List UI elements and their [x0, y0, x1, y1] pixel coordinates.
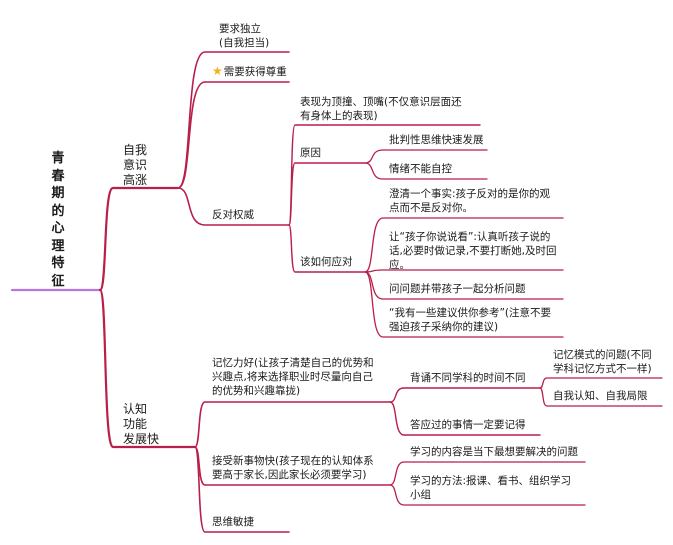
- branch-self-awareness[interactable]: 自我 意识 高涨: [123, 143, 147, 188]
- topic-independence-line-1: 要求独立: [219, 23, 261, 35]
- topic-accept-new-things-line-2: 要高于家长,因此家长必须要学习): [212, 469, 367, 481]
- link-respond-suggest: [364, 271, 564, 338]
- link-memory-recitation: [389, 387, 541, 403]
- topic-listen-to-child[interactable]: 让“孩子你说说看”:认真听孩子说的 话,必要时做记录,不要打断她,及时回 应。: [389, 230, 557, 272]
- topic-self-cognition[interactable]: 自我认知、自我局限: [553, 390, 648, 402]
- topic-quick-thinking[interactable]: 思维敏捷: [212, 516, 254, 528]
- link-b1-oppose: [177, 187, 290, 226]
- topic-ask-questions[interactable]: 问问题并带孩子一起分析问题: [389, 283, 526, 295]
- topic-oppose-authority[interactable]: 反对权威: [212, 209, 254, 221]
- topic-accept-new-things-line-1: 接受新事物快(孩子现在的认知体系: [212, 455, 374, 467]
- topic-respect[interactable]: ★需要获得尊重: [212, 64, 287, 79]
- link-b2-quick-thinking: [194, 446, 290, 533]
- topic-clarify-fact-line-1: 澄清一个事实:孩子反对的是你的观: [389, 188, 551, 200]
- link-respond-listen: [364, 269, 564, 273]
- link-root-branch2: [98, 288, 197, 449]
- link-recitation-self: [539, 387, 663, 407]
- topic-listen-to-child-line-1: 让“孩子你说说看”:认真听孩子说的: [389, 231, 551, 243]
- link-b1-respect: [177, 81, 290, 189]
- link-reason-critical: [364, 149, 488, 164]
- topic-learning-methods[interactable]: 学习的方法:报课、看书、组织学习 小组: [410, 474, 571, 502]
- link-oppose-respond: [288, 224, 366, 273]
- topic-good-memory-line-3: 的优势和兴趣靠拢): [212, 385, 301, 397]
- topic-clarify-fact-line-2: 点而不是反对你。: [389, 202, 473, 214]
- branch-cognitive-development[interactable]: 认知 功能 发展快: [123, 402, 159, 447]
- topic-listen-to-child-line-3: 应。: [389, 259, 410, 271]
- link-recitation-mode: [539, 377, 663, 389]
- topic-listen-to-child-line-2: 话,必要时做记录,不要打断她,及时回: [389, 245, 557, 257]
- branch-cognitive-development-line-1: 认知: [123, 402, 148, 416]
- link-new-learning-methods: [389, 484, 586, 506]
- branch-cognitive-development-line-2: 功能: [123, 417, 148, 431]
- topic-recitation-time[interactable]: 背诵不同学科的时间不同: [410, 372, 526, 384]
- branch-self-awareness-line-1: 自我: [123, 143, 148, 157]
- topic-critical-thinking[interactable]: 批判性思维快速发展: [389, 134, 484, 146]
- topic-emotion-control[interactable]: 情绪不能自控: [389, 163, 452, 175]
- topic-manifestation[interactable]: 表现为顶撞、顶嘴(不仅意识层面还 有身体上的表现): [300, 95, 462, 123]
- topic-memory-mode-line-2: 学科记忆方式不一样): [553, 363, 652, 375]
- topic-good-memory-line-1: 记忆力好(让孩子清楚自己的优势和: [212, 357, 374, 369]
- topic-manifestation-line-1: 表现为顶撞、顶嘴(不仅意识层面还: [300, 96, 462, 108]
- topic-good-memory-line-2: 兴趣点,将来选择职业时尽量向自己: [212, 371, 373, 383]
- topic-offer-suggestions-line-2: 强迫孩子采纳你的建议): [389, 321, 499, 333]
- link-root-branch1: [98, 186, 180, 292]
- link-respond-clarify: [364, 217, 564, 273]
- link-b2-memory: [194, 401, 391, 448]
- topic-offer-suggestions[interactable]: “我有一些建议供你参考”(注意不要 强迫孩子采纳你的建议): [389, 306, 551, 334]
- topic-learning-methods-line-1: 学习的方法:报课、看书、组织学习: [410, 475, 572, 487]
- link-memory-promises: [389, 401, 541, 436]
- link-new-learning-content: [389, 461, 586, 486]
- topic-reason[interactable]: 原因: [300, 147, 321, 159]
- link-reason-emotion: [364, 162, 488, 180]
- topic-keep-promises[interactable]: 答应过的事情一定要记得: [410, 419, 526, 431]
- topic-learning-content[interactable]: 学习的内容是当下最想要解决的问题: [410, 446, 578, 458]
- topic-learning-methods-line-2: 小组: [410, 489, 431, 501]
- topic-memory-mode[interactable]: 记忆模式的问题(不同 学科记忆方式不一样): [553, 348, 652, 376]
- topic-clarify-fact[interactable]: 澄清一个事实:孩子反对的是你的观 点而不是反对你。: [389, 187, 550, 215]
- branch-self-awareness-line-2: 意识: [123, 158, 148, 172]
- topic-memory-mode-line-1: 记忆模式的问题(不同: [553, 349, 652, 361]
- topic-good-memory[interactable]: 记忆力好(让孩子清楚自己的优势和 兴趣点,将来选择职业时尽量向自己 的优势和兴趣…: [212, 356, 374, 398]
- branch-cognitive-development-line-3: 发展快: [123, 432, 160, 446]
- topic-accept-new-things[interactable]: 接受新事物快(孩子现在的认知体系 要高于家长,因此家长必须要学习): [212, 454, 374, 482]
- topic-respect-label: 需要获得尊重: [223, 66, 287, 78]
- topic-how-to-respond[interactable]: 该如何应对: [300, 256, 353, 268]
- star-icon: ★: [212, 64, 223, 78]
- topic-offer-suggestions-line-1: “我有一些建议供你参考”(注意不要: [389, 307, 551, 319]
- root-topic[interactable]: 青春期的心理特征: [51, 151, 65, 289]
- topic-independence[interactable]: 要求独立 (自我担当): [219, 22, 269, 50]
- topic-manifestation-line-2: 有身体上的表现): [300, 110, 378, 122]
- link-oppose-reason: [288, 162, 366, 226]
- topic-independence-line-2: (自我担当): [219, 37, 270, 49]
- branch-self-awareness-line-3: 高涨: [123, 173, 148, 187]
